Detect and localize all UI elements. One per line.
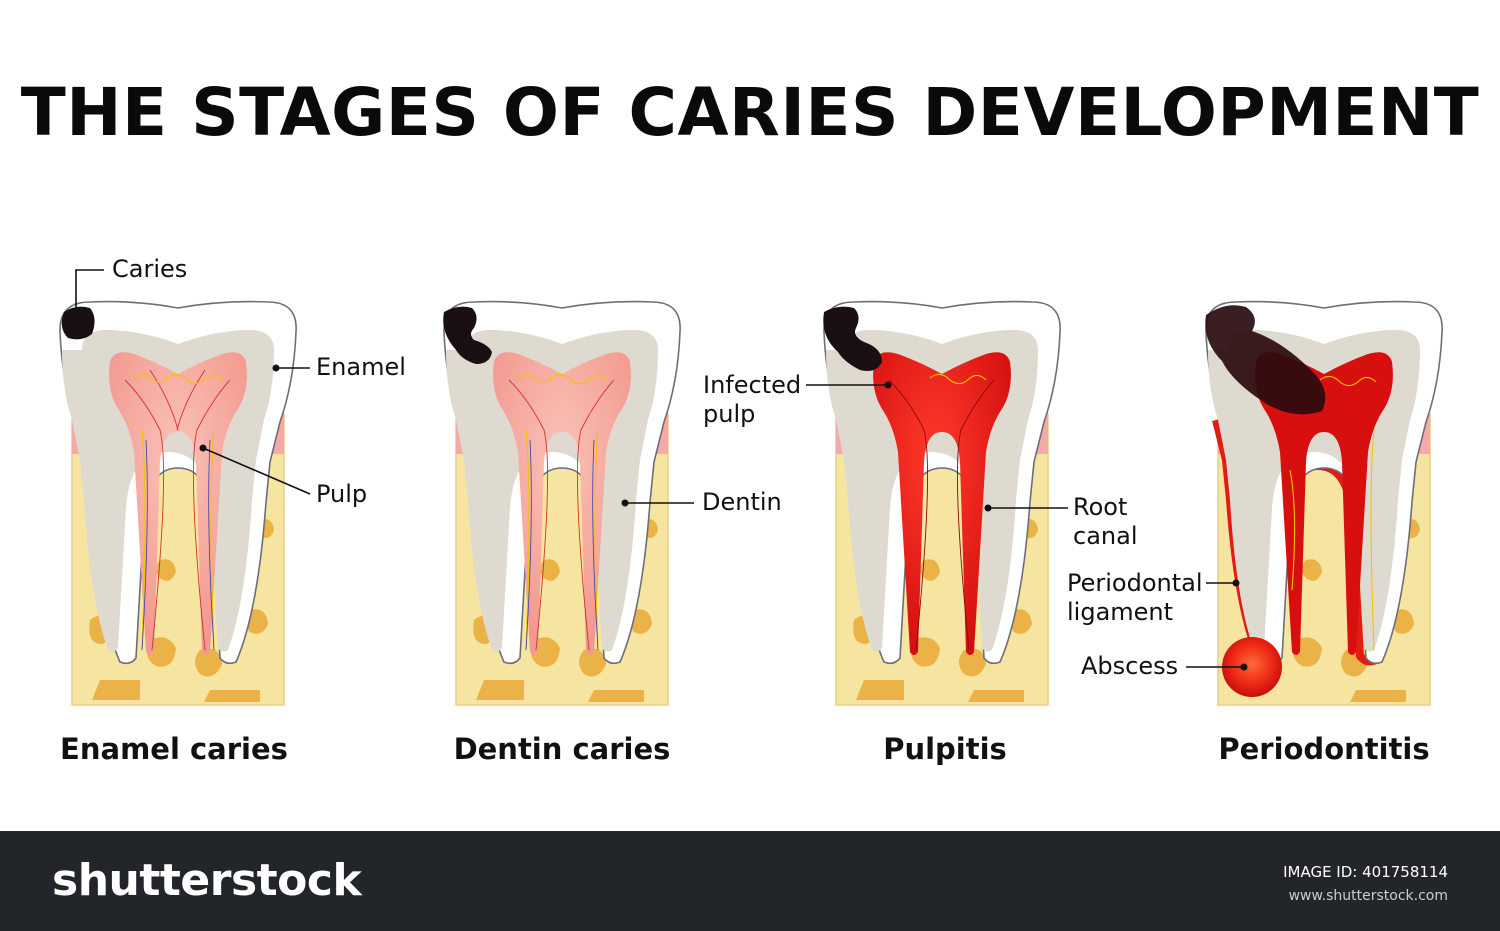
abscess — [1222, 637, 1282, 697]
decay-spread — [1205, 305, 1326, 415]
infected-pulp-label-line1: Infected — [703, 371, 802, 399]
abscess-label: Abscess — [1081, 652, 1179, 680]
leader-dots — [199, 364, 1248, 671]
infected-pulp — [873, 352, 1011, 655]
caries-stages-diagram — [59, 269, 1443, 706]
stage-label-enamel-caries: Enamel caries — [60, 732, 288, 766]
caries-spot — [61, 306, 95, 340]
stage-label-pulpitis: Pulpitis — [883, 732, 1007, 766]
nerve-yellow — [134, 373, 224, 651]
pulp-label: Pulp — [316, 480, 368, 508]
root-canal-label-line2: canal — [1073, 522, 1138, 550]
caries-spot — [443, 306, 492, 364]
periodontal-ligament-label-line1: Periodontal — [1067, 569, 1203, 597]
caries-label: Caries — [112, 255, 188, 283]
image-info: IMAGE ID: 401758114 www.shutterstock.com — [1283, 860, 1448, 908]
tooth-periodontitis — [1205, 300, 1443, 706]
tooth-pulpitis — [823, 300, 1061, 706]
site-url: www.shutterstock.com — [1288, 888, 1448, 904]
pulp — [493, 352, 631, 655]
infected-pulp — [1255, 352, 1393, 655]
tooth-dentin-caries — [443, 300, 681, 706]
enamel-label: Enamel — [316, 353, 406, 381]
stage-label-periodontitis: Periodontitis — [1218, 732, 1430, 766]
pulp — [109, 352, 247, 655]
image-id: IMAGE ID: 401758114 — [1283, 863, 1448, 881]
nerve-vessels — [124, 369, 231, 651]
leader-lines — [75, 269, 1244, 668]
tooth-enamel-caries — [59, 300, 297, 706]
shutterstock-logo: shutterstock — [52, 855, 362, 906]
root-canal-label-line1: Root — [1073, 493, 1128, 521]
bone-spots — [473, 518, 658, 702]
footer-bar — [0, 831, 1500, 931]
dentin-label: Dentin — [702, 488, 782, 516]
caries-spot — [823, 306, 882, 371]
stage-label-dentin-caries: Dentin caries — [453, 732, 671, 766]
infected-pulp-label-line2: pulp — [703, 400, 756, 428]
bone-spots — [853, 518, 1038, 702]
caries-leader — [75, 269, 104, 316]
page-title: THE STAGES OF CARIES DEVELOPMENT — [20, 74, 1480, 151]
pulp-leader — [202, 447, 311, 495]
periodontal-ligament-label-line2: ligament — [1067, 598, 1174, 626]
